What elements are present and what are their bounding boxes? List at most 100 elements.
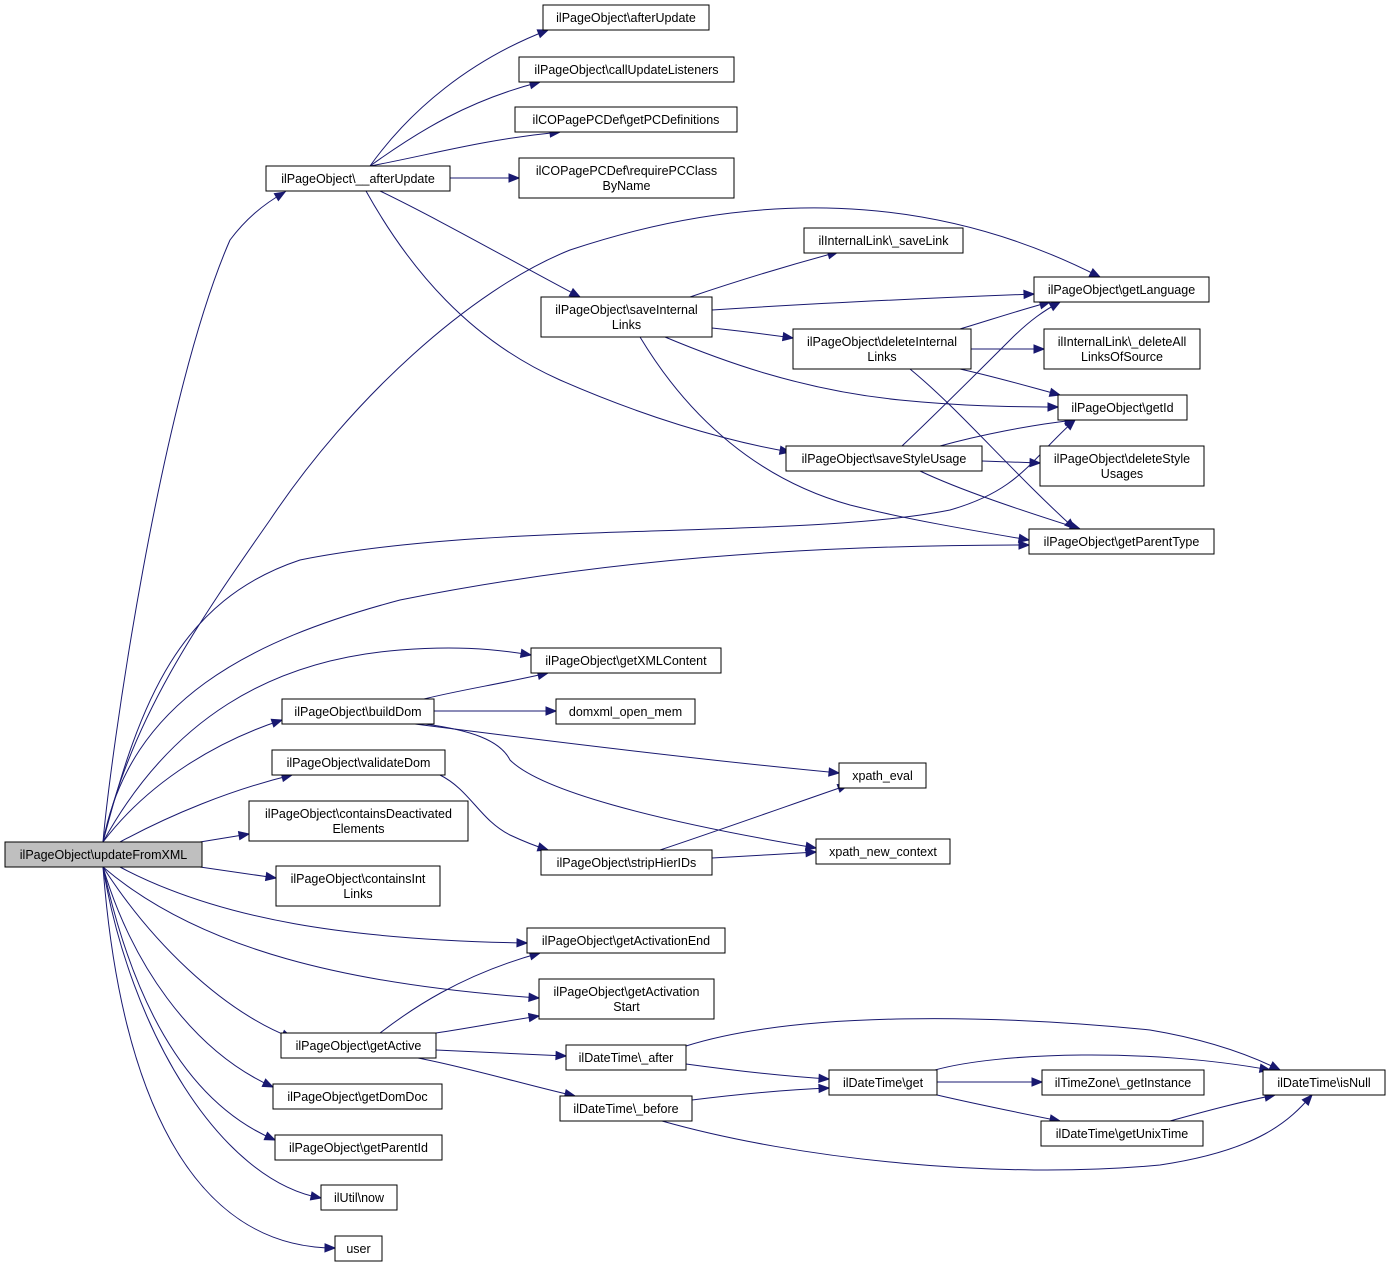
node-box <box>555 698 696 725</box>
node-label: LinksOfSource <box>1081 350 1163 364</box>
node-label: ilPageObject\getActivationEnd <box>542 934 710 948</box>
node-getActivationEnd[interactable]: ilPageObject\getActivationEnd <box>526 927 726 954</box>
node-saveLink[interactable]: ilInternalLink\_saveLink <box>803 227 964 254</box>
edge-buildDom-to-getXMLContent <box>423 670 550 700</box>
node-dt-isNull[interactable]: ilDateTime\isNull <box>1262 1069 1386 1096</box>
arrowhead-icon <box>545 706 558 716</box>
edge-line <box>639 336 1030 541</box>
node-label: ilInternalLink\_saveLink <box>819 234 950 248</box>
node-xpath-new-context[interactable]: xpath_new_context <box>815 838 951 865</box>
edge-deleteInternalLinks-to-getLanguage <box>959 300 1052 330</box>
node-buildDom[interactable]: ilPageObject\buildDom <box>281 698 435 725</box>
node-box <box>320 1184 398 1211</box>
node-box <box>565 1044 687 1071</box>
node-label: ilDateTime\getUnixTime <box>1056 1127 1188 1141</box>
edge-line <box>934 1054 1271 1071</box>
node-label: user <box>346 1242 370 1256</box>
node-box <box>1039 445 1205 487</box>
edge-updateFromXML-to-containsDeactivatedElements <box>199 831 251 843</box>
edge-saveStyleUsage-to-getParentType <box>919 470 1082 531</box>
node---afterUpdate[interactable]: ilPageObject\__afterUpdate <box>265 165 451 192</box>
arrowhead-icon <box>781 331 795 342</box>
node-box <box>281 698 435 725</box>
arrowhead-icon <box>516 938 529 948</box>
node-getDomDoc[interactable]: ilPageObject\getDomDoc <box>272 1083 443 1110</box>
node-getId[interactable]: ilPageObject\getId <box>1057 394 1188 421</box>
node-getParentType[interactable]: ilPageObject\getParentType <box>1028 528 1215 555</box>
node-util-now[interactable]: ilUtil\now <box>320 1184 398 1211</box>
node-label: ilPageObject\getActive <box>296 1039 422 1053</box>
node-label: ilPageObject\containsInt <box>291 872 426 886</box>
node-getActive[interactable]: ilPageObject\getActive <box>280 1032 437 1059</box>
node-getXMLContent[interactable]: ilPageObject\getXMLContent <box>530 647 722 674</box>
node-user[interactable]: user <box>334 1235 383 1262</box>
node-label: xpath_new_context <box>829 845 937 859</box>
edge-getActive-to-dt_after <box>435 1049 568 1061</box>
node-stripHierIDs[interactable]: ilPageObject\stripHierIDs <box>540 849 713 876</box>
edge-line <box>685 1063 830 1080</box>
node-saveStyleUsage[interactable]: ilPageObject\saveStyleUsage <box>785 445 983 472</box>
edge-line <box>661 1094 1313 1171</box>
node-label: Links <box>867 350 896 364</box>
node-xpath-eval[interactable]: xpath_eval <box>838 762 927 789</box>
node-getPCDefinitions[interactable]: ilCOPagePCDef\getPCDefinitions <box>514 106 738 133</box>
arrowhead-icon <box>237 831 251 841</box>
node-domxml-open-mem[interactable]: domxml_open_mem <box>555 698 696 725</box>
node-label: ilPageObject\deleteInternal <box>807 335 957 349</box>
arrowhead-icon <box>804 841 818 851</box>
arrowhead-icon <box>519 648 533 658</box>
node-validateDom[interactable]: ilPageObject\validateDom <box>271 749 446 776</box>
arrowhead-icon <box>1018 540 1031 550</box>
node-dt-getUnixTime[interactable]: ilDateTime\getUnixTime <box>1040 1120 1204 1147</box>
node-label: ilCOPagePCDef\requirePCClass <box>536 164 717 178</box>
arrowhead-icon <box>1023 289 1036 300</box>
node-box <box>530 647 722 674</box>
node-dt-after[interactable]: ilDateTime\_after <box>565 1044 687 1071</box>
node-label: ilPageObject\buildDom <box>294 705 421 719</box>
edge-line <box>1169 1094 1276 1122</box>
node-getLanguage[interactable]: ilPageObject\getLanguage <box>1033 276 1210 303</box>
node-callUpdateListeners[interactable]: ilPageObject\callUpdateListeners <box>518 56 735 83</box>
edge-line <box>685 1018 1281 1071</box>
node-label: ilPageObject\saveStyleUsage <box>802 452 967 466</box>
node-afterUpdate[interactable]: ilPageObject\afterUpdate <box>542 4 710 31</box>
node-box <box>1040 1120 1204 1147</box>
edge-saveInternalLinks-to-getId <box>664 336 1060 412</box>
node-label: ilInternalLink\_deleteAll <box>1058 335 1187 349</box>
edge-line <box>102 647 532 843</box>
node-box <box>792 328 972 370</box>
edge-line <box>659 784 849 851</box>
node-label: Elements <box>332 822 384 836</box>
node-box <box>803 227 964 254</box>
edge-buildDom-to-xpath_eval <box>414 723 841 777</box>
edge-saveStyleUsage-to-getId <box>939 416 1077 447</box>
node-label: ilPageObject\afterUpdate <box>556 11 696 25</box>
edge-line <box>959 368 1061 396</box>
node-updateFromXML[interactable]: ilPageObject\updateFromXML <box>4 841 203 868</box>
node-getParentId[interactable]: ilPageObject\getParentId <box>274 1134 443 1161</box>
node-label: ilPageObject\getLanguage <box>1048 283 1195 297</box>
arrowhead-icon <box>508 173 521 183</box>
node-box <box>248 800 469 842</box>
node-box <box>1043 328 1201 370</box>
arrowhead-icon <box>818 1083 831 1094</box>
node-box <box>526 927 726 954</box>
node-label: xpath_eval <box>852 769 912 783</box>
node-dt-before[interactable]: ilDateTime\_before <box>559 1095 693 1122</box>
node-label: ilDateTime\_before <box>573 1102 678 1116</box>
node-dt-get[interactable]: ilDateTime\get <box>828 1069 938 1096</box>
arrowhead-icon <box>568 287 582 298</box>
edge-line <box>435 1049 567 1057</box>
node-label: ilPageObject\getDomDoc <box>287 1090 427 1104</box>
edge-line <box>102 719 283 843</box>
node-box <box>542 4 710 31</box>
node-tz-getInstance[interactable]: ilTimeZone\_getInstance <box>1041 1069 1205 1096</box>
